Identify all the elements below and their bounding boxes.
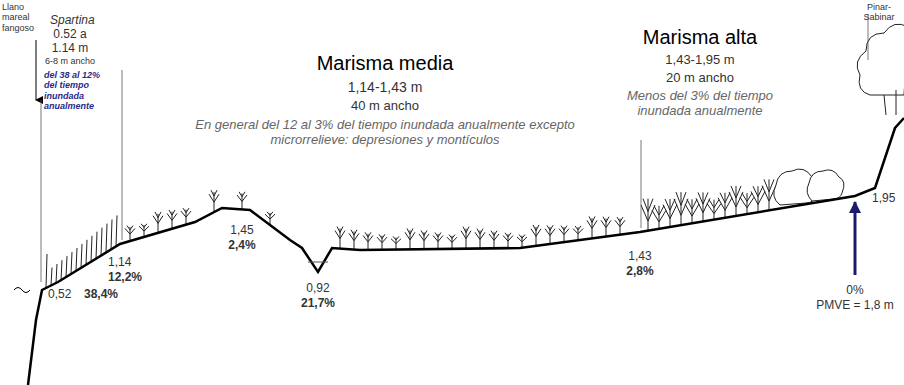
- profile-label: 1,14-1,43 m: [348, 79, 423, 95]
- profile-label: Marisma media: [317, 52, 454, 75]
- profile-label: 0.52 a 1.14 m: [48, 28, 92, 56]
- profile-label: 38,4%: [84, 288, 118, 302]
- profile-label: 0%: [846, 284, 863, 298]
- profile-label: 1,95: [872, 192, 895, 206]
- profile-label: 0,52: [48, 288, 71, 302]
- profile-label: PMVE = 1,8 m: [816, 299, 894, 313]
- profile-label: Menos del 3% del tiempo inundada anualme…: [605, 89, 795, 119]
- profile-label: 21,7%: [301, 297, 335, 311]
- profile-label: 2,8%: [626, 265, 653, 279]
- profile-label: Marisma alta: [643, 26, 757, 49]
- profile-label: Spartina: [50, 14, 95, 28]
- profile-label: Llano mareal fangoso: [2, 2, 52, 33]
- profile-label: 0,92: [306, 282, 329, 296]
- tree-trunk: [884, 90, 896, 115]
- profile-label: 40 m ancho: [351, 99, 419, 114]
- profile-label: 12,2%: [108, 271, 142, 285]
- tree: [857, 24, 904, 95]
- profile-label: 20 m ancho: [666, 71, 734, 86]
- profile-label: En general del 12 al 3% del tiempo inund…: [190, 118, 580, 148]
- profile-label: 1,14: [108, 256, 131, 270]
- profile-label: 2,4%: [228, 239, 255, 253]
- zone-line: [122, 70, 123, 240]
- water-level: [14, 288, 30, 293]
- ground-profile: [28, 118, 904, 385]
- profile-label: 1,43: [628, 250, 651, 264]
- profile-label: 1,45: [230, 224, 253, 238]
- profile-label: 1,43-1,95 m: [665, 53, 734, 68]
- zone-line: [641, 140, 642, 228]
- profile-label: 6-8 m ancho: [45, 56, 95, 66]
- bush: [807, 170, 844, 201]
- zone-line: [41, 100, 42, 282]
- profile-label: del 38 al 12% del tiempo inundada anualm…: [44, 70, 106, 111]
- pmve-arrow: [854, 202, 857, 275]
- pool-water: [308, 262, 328, 263]
- arrow: [36, 40, 37, 100]
- profile-label: Pinar-Sabinar: [857, 2, 901, 23]
